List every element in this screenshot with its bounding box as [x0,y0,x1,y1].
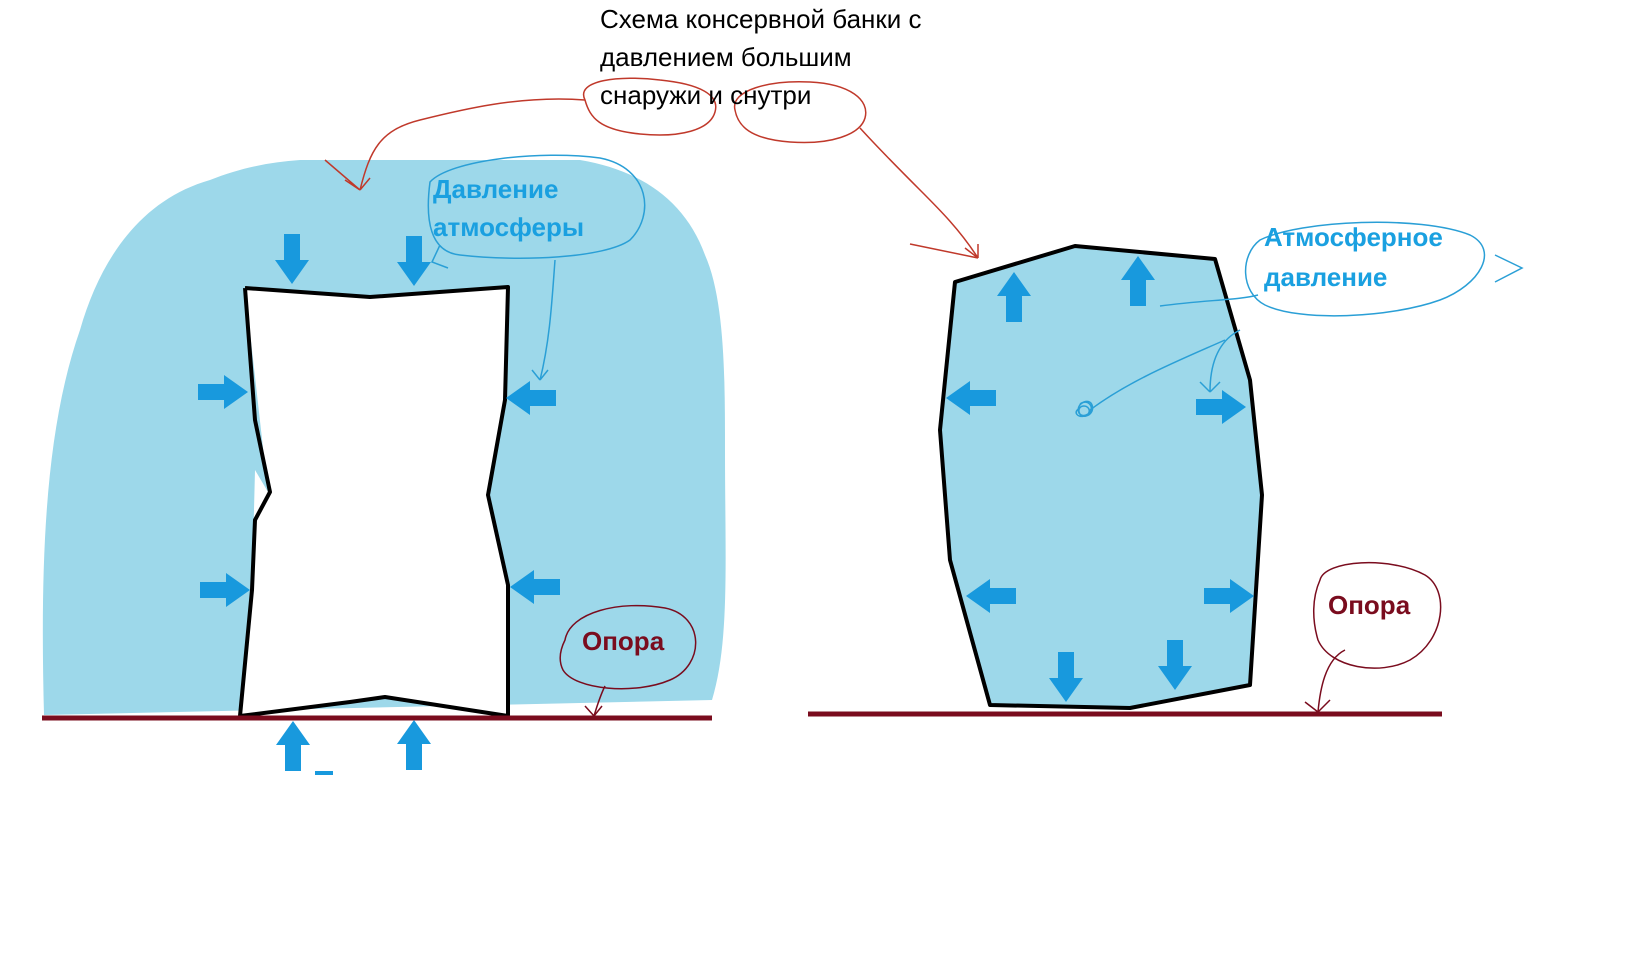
right-support-bubble [1313,561,1442,669]
center-scribble [1075,400,1094,418]
title-line-3: снаружи и снутри [600,80,812,110]
left-support-bubble [559,604,697,690]
right-can-body [938,244,1264,710]
right-pressure-bubble-tail [1494,254,1524,283]
left-can-crushed [240,287,508,716]
left-pressure-bubble [427,154,646,259]
title-line-2: давлением большим [600,42,852,72]
left-support-label: Опора [582,626,665,656]
left-pressure-label-line-2: атмосферы [433,212,585,242]
left-arrow-bottom-2 [397,720,431,770]
right-pressure-pointer-3 [1089,339,1226,411]
title-callout-right-bubble [733,81,867,144]
right-support-label: Опора [1328,590,1411,620]
left-support-pointer [584,685,606,717]
left-can-outline [238,285,510,718]
right-pressure-label-line-2: давление [1264,262,1388,292]
title-pointer-right [859,127,979,259]
right-pressure-pointer-2 [1199,329,1241,393]
left-arrow-bottom-1 [276,721,310,771]
left-pressure-pointer-2 [430,244,449,269]
right-pressure-bubble [1244,221,1486,317]
right-pressure-label-line-1: Атмосферное [1264,222,1443,252]
right-pressure-pointer-1 [1159,294,1259,307]
right-support-pointer [1304,649,1346,713]
left-pressure-label-line-1: Давление [433,174,559,204]
left-pressure-pointer-1 [531,259,556,381]
left-small-dash [315,771,333,775]
title-line-1: Схема консервной банки с [600,4,922,34]
title-callout-left-bubble [582,77,717,136]
title-pointer-left [324,98,586,191]
